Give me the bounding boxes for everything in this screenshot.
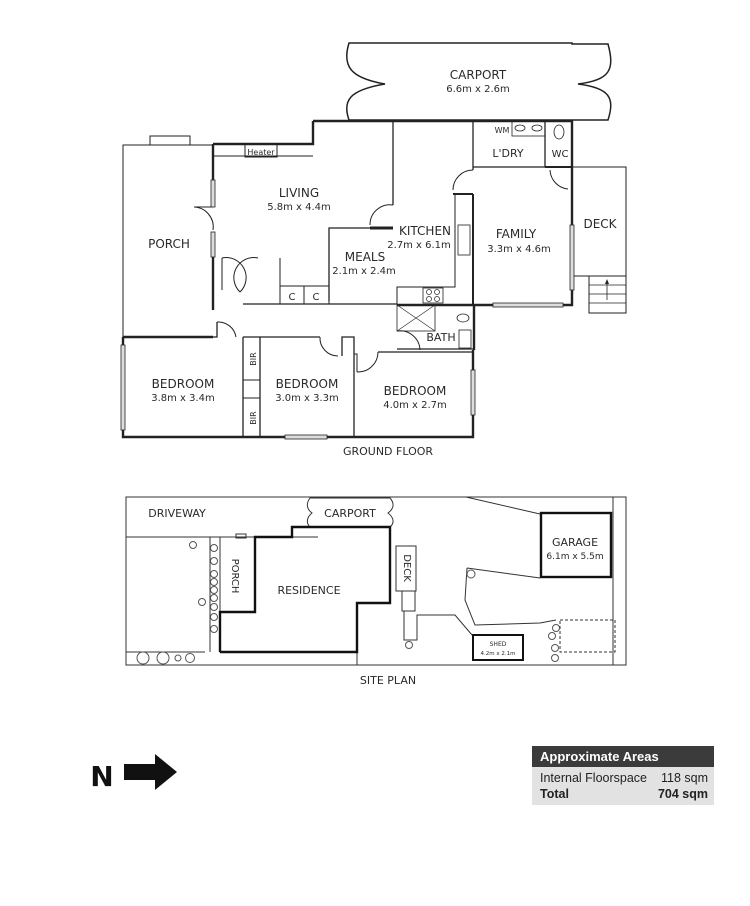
ground-floor-title: GROUND FLOOR <box>343 445 433 458</box>
north-letter: N <box>90 760 113 793</box>
family-label: FAMILY <box>496 227 537 241</box>
driveway-label: DRIVEWAY <box>148 507 206 520</box>
wc-label: WC <box>552 149 569 160</box>
garage-label: GARAGE <box>552 536 598 549</box>
family-dims: 3.3m x 4.6m <box>487 244 551 255</box>
shed-outline <box>472 634 524 661</box>
areas-row: Internal Floorspace 118 sqm <box>540 770 708 786</box>
bedroom-1-label: BEDROOM <box>152 377 215 391</box>
residence-outline <box>218 525 392 654</box>
bedroom-2-label: BEDROOM <box>276 377 339 391</box>
site-carport-label: CARPORT <box>324 507 376 520</box>
bedroom-3-dims: 4.0m x 2.7m <box>383 400 447 411</box>
cupboard-label: C <box>289 292 296 303</box>
cupboard-label: C <box>313 292 320 303</box>
tree-icons <box>136 541 560 665</box>
living-dims: 5.8m x 4.4m <box>267 202 331 213</box>
laundry-label: L'DRY <box>492 147 524 160</box>
bath-label: BATH <box>426 331 455 344</box>
approximate-areas-table: Approximate Areas Internal Floorspace 11… <box>532 746 714 805</box>
heater-box <box>244 143 278 158</box>
arrow-right-icon <box>124 754 177 790</box>
bir-1-label: BIR <box>249 352 258 366</box>
bedroom-2-dims: 3.0m x 3.3m <box>275 393 339 404</box>
kitchen-dims: 2.7m x 6.1m <box>387 240 451 251</box>
porch-step <box>149 135 191 146</box>
bedroom-1-dims: 3.8m x 3.4m <box>151 393 215 404</box>
areas-header: Approximate Areas <box>532 746 714 767</box>
meals-label: MEALS <box>345 250 385 264</box>
site-porch-label: PORCH <box>229 559 240 594</box>
porch-label: PORCH <box>148 237 190 251</box>
wm-label: WM <box>495 126 510 135</box>
north-compass: N <box>90 754 177 793</box>
kitchen-label: KITCHEN <box>399 224 451 238</box>
heater-label: Heater <box>247 148 275 157</box>
residence-label: RESIDENCE <box>277 584 340 597</box>
areas-row-label: Internal Floorspace <box>540 771 648 785</box>
shed-dims: 4.2m x 2.1m <box>481 651 516 657</box>
deck-label: DECK <box>583 217 617 231</box>
areas-row-value: 118 sqm <box>660 771 708 785</box>
areas-total-label: Total <box>540 787 569 801</box>
bir-2-label: BIR <box>249 411 258 425</box>
living-label: LIVING <box>279 186 319 200</box>
areas-row-total: Total 704 sqm <box>540 786 708 802</box>
shed-label: SHED <box>490 641 507 648</box>
site-plan-title: SITE PLAN <box>360 674 416 687</box>
meals-dims: 2.1m x 2.4m <box>332 266 396 277</box>
carport-dims: 6.6m x 2.6m <box>446 84 510 95</box>
bedroom-3-label: BEDROOM <box>384 384 447 398</box>
carport-label: CARPORT <box>450 68 507 82</box>
garage-dims: 6.1m x 5.5m <box>546 552 603 562</box>
garage-outline <box>539 511 613 579</box>
carport-outline <box>345 42 612 121</box>
site-deck-label: DECK <box>401 554 412 582</box>
areas-total-value: 704 sqm <box>657 787 708 801</box>
